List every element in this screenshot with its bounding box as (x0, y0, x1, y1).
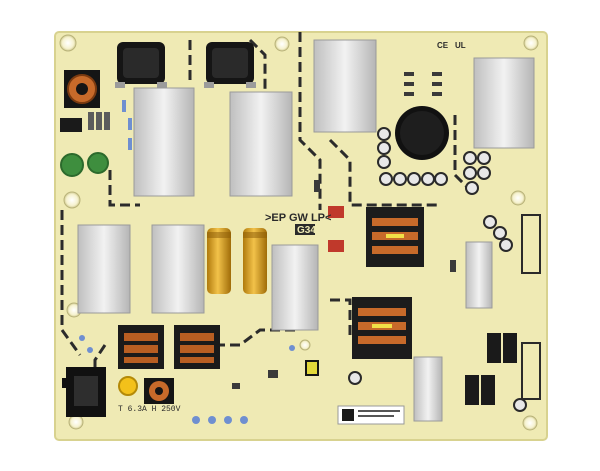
black-relay (60, 118, 82, 132)
small-capacitors (348, 127, 527, 412)
silkscreen-isolation-lines (60, 32, 472, 375)
silk-code-label: G34 (297, 225, 316, 236)
smd-components (232, 72, 456, 389)
red-components (328, 206, 344, 252)
blue-resistors-left (88, 100, 132, 150)
silk-ce-mark: CE (437, 41, 449, 50)
yellow-fuse-cap (118, 376, 138, 396)
barcode-label (337, 405, 405, 425)
silk-fuse-label: T 6.3A H 250V (118, 405, 181, 414)
heatsinks (77, 39, 535, 422)
silk-ep-label: >EP GW LP< (265, 212, 331, 224)
toroid-coil (64, 70, 100, 108)
green-varistors (60, 152, 109, 177)
top-inductors (115, 42, 256, 88)
bottom-toroid (144, 378, 174, 404)
silk-ul-mark: UL (455, 41, 466, 50)
mounting-holes (59, 34, 539, 431)
common-mode-chokes (118, 325, 220, 369)
black-capacitors-right (465, 333, 517, 405)
film-capacitors (207, 228, 267, 294)
output-connectors (521, 214, 541, 400)
ac-input-connector (62, 367, 106, 417)
bulk-capacitor (395, 106, 449, 160)
transformers (352, 207, 424, 359)
blue-caps-bottom (79, 335, 295, 424)
